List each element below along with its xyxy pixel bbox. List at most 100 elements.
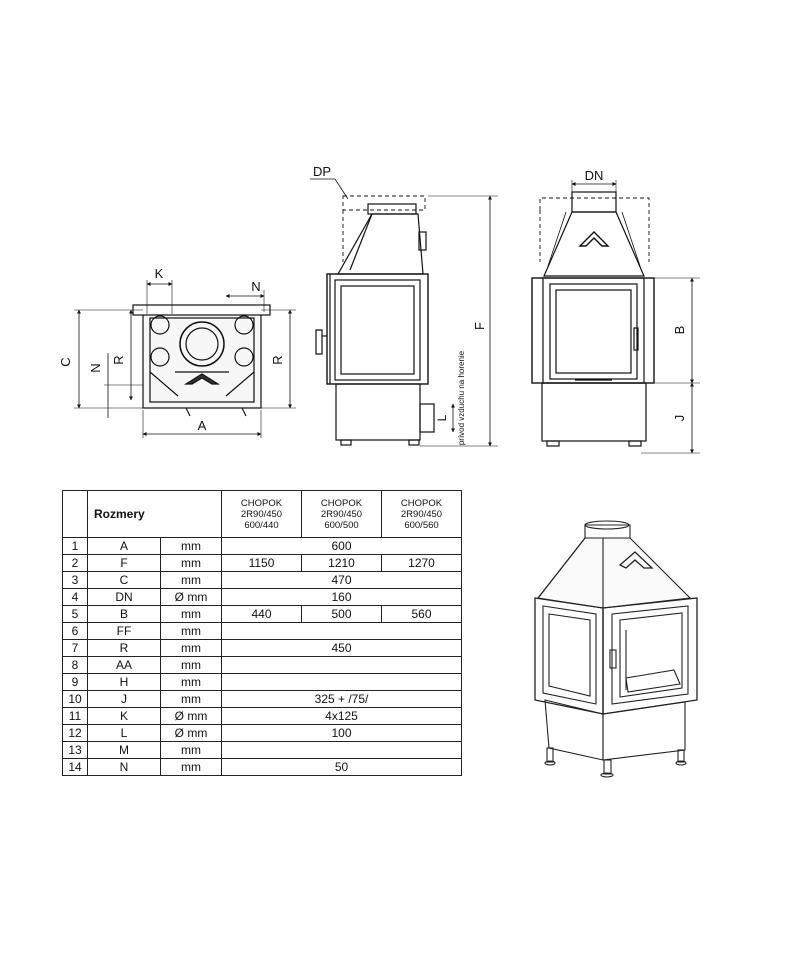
row-number: 8: [62, 656, 88, 674]
row-parameter: L: [87, 724, 161, 742]
row-value: 450: [221, 639, 462, 657]
row-unit: mm: [160, 571, 222, 589]
row-value: 1150: [221, 554, 302, 572]
table-title: Rozmery: [87, 490, 222, 538]
label-f: F: [472, 322, 487, 330]
row-number: 11: [62, 707, 88, 725]
row-number: 6: [62, 622, 88, 640]
row-number: 4: [62, 588, 88, 606]
row-number: 5: [62, 605, 88, 623]
air-inlet-note: prívod vzduchu na horenie: [457, 350, 466, 445]
row-parameter: F: [87, 554, 161, 572]
row-value: [221, 741, 462, 759]
row-value: [221, 673, 462, 691]
row-value: 50: [221, 758, 462, 776]
row-value: 500: [301, 605, 382, 623]
row-number: 10: [62, 690, 88, 708]
row-unit: mm: [160, 605, 222, 623]
label-c: C: [58, 357, 73, 366]
row-number: 14: [62, 758, 88, 776]
side-view: [310, 178, 498, 447]
row-value: 470: [221, 571, 462, 589]
top-view: [74, 280, 296, 438]
label-l: L: [435, 414, 449, 421]
row-parameter: H: [87, 673, 161, 691]
row-number: 13: [62, 741, 88, 759]
row-number: 12: [62, 724, 88, 742]
row-value: 4x125: [221, 707, 462, 725]
row-value: 100: [221, 724, 462, 742]
row-value: 325 + /75/: [221, 690, 462, 708]
label-j: J: [672, 415, 687, 422]
label-n-left: N: [88, 363, 103, 372]
row-parameter: M: [87, 741, 161, 759]
label-dp: DP: [313, 164, 331, 179]
row-parameter: K: [87, 707, 161, 725]
label-dn: DN: [585, 168, 604, 183]
row-parameter: J: [87, 690, 161, 708]
row-unit: mm: [160, 673, 222, 691]
row-unit: mm: [160, 690, 222, 708]
row-number: 2: [62, 554, 88, 572]
row-unit: mm: [160, 622, 222, 640]
row-unit: Ø mm: [160, 588, 222, 606]
row-unit: mm: [160, 554, 222, 572]
row-number: 9: [62, 673, 88, 691]
header-corner: [62, 490, 88, 538]
label-k: K: [155, 266, 164, 281]
row-parameter: DN: [87, 588, 161, 606]
row-unit: mm: [160, 741, 222, 759]
row-parameter: R: [87, 639, 161, 657]
row-unit: mm: [160, 758, 222, 776]
row-number: 7: [62, 639, 88, 657]
label-a: A: [198, 418, 207, 433]
row-unit: Ø mm: [160, 707, 222, 725]
row-value: 160: [221, 588, 462, 606]
row-parameter: AA: [87, 656, 161, 674]
label-n-top: N: [251, 279, 260, 294]
row-parameter: FF: [87, 622, 161, 640]
front-view: [531, 180, 700, 454]
row-unit: mm: [160, 656, 222, 674]
isometric-view: [534, 520, 698, 778]
label-r-left: R: [111, 355, 126, 364]
row-value: [221, 622, 462, 640]
row-number: 1: [62, 537, 88, 555]
row-number: 3: [62, 571, 88, 589]
row-value: 1270: [381, 554, 462, 572]
row-parameter: N: [87, 758, 161, 776]
row-unit: mm: [160, 537, 222, 555]
label-b: B: [672, 326, 687, 335]
row-value: 440: [221, 605, 302, 623]
row-unit: mm: [160, 639, 222, 657]
row-value: [221, 656, 462, 674]
label-r-right: R: [270, 355, 285, 364]
row-parameter: C: [87, 571, 161, 589]
row-parameter: A: [87, 537, 161, 555]
row-unit: Ø mm: [160, 724, 222, 742]
row-value: 600: [221, 537, 462, 555]
row-value: 560: [381, 605, 462, 623]
row-parameter: B: [87, 605, 161, 623]
row-value: 1210: [301, 554, 382, 572]
